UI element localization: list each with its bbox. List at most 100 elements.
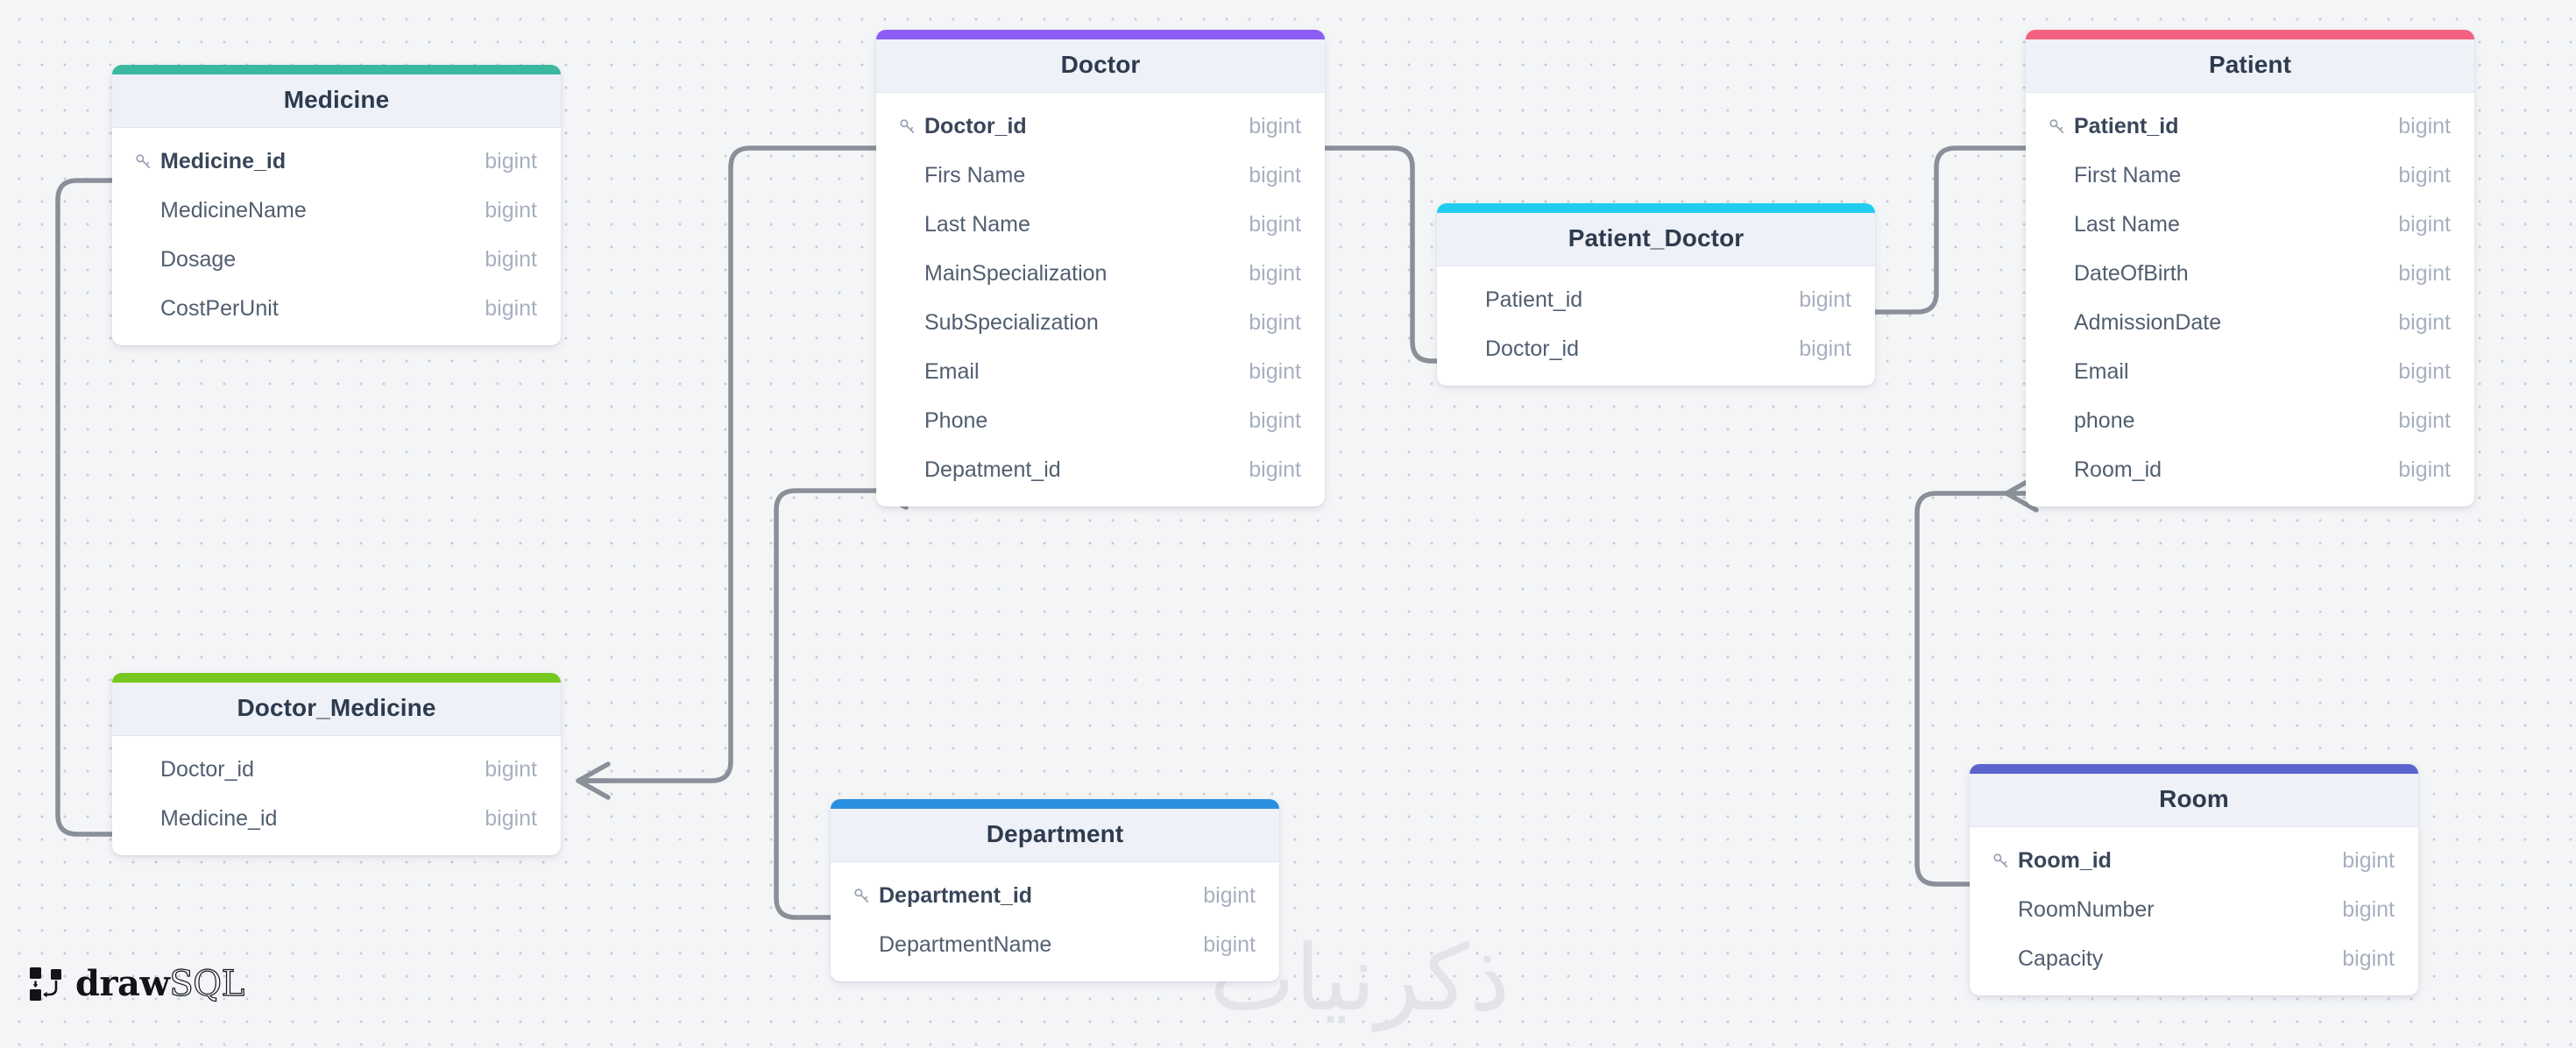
- column-name: First Name: [2074, 162, 2182, 188]
- column-type: bigint: [1249, 457, 1301, 482]
- table-row[interactable]: phone bigint: [2026, 396, 2474, 445]
- rel-doctor-doctormedicine: [576, 145, 879, 783]
- table-row[interactable]: Room_id bigint: [2026, 445, 2474, 494]
- column-type: bigint: [1249, 407, 1301, 433]
- table-accent-bar: [2026, 30, 2474, 39]
- drawsql-wordmark: drawSQL: [75, 966, 245, 1002]
- table-title: Medicine: [283, 86, 390, 113]
- column-name: Medicine_id: [160, 805, 278, 831]
- table-accent-bar: [1970, 764, 2418, 774]
- table-row[interactable]: Email bigint: [2026, 347, 2474, 396]
- table-card-doctor-medicine[interactable]: Doctor_Medicine Doctor_id bigint Medicin…: [112, 673, 561, 855]
- table-row[interactable]: Patient_id bigint: [1437, 275, 1875, 324]
- table-row[interactable]: Phone bigint: [876, 396, 1325, 445]
- column-name: Email: [2074, 358, 2129, 384]
- table-row[interactable]: Room_id bigint: [1970, 836, 2418, 885]
- table-title: Patient_Doctor: [1568, 224, 1744, 251]
- table-row[interactable]: Dosage bigint: [112, 235, 561, 284]
- table-row[interactable]: CostPerUnit bigint: [112, 284, 561, 333]
- column-name: DateOfBirth: [2074, 260, 2189, 286]
- table-card-room[interactable]: Room Room_id bigint RoomNumber bigint Ca…: [1970, 764, 2418, 995]
- column-type: bigint: [1249, 113, 1301, 138]
- column-type: bigint: [2398, 113, 2451, 138]
- table-row[interactable]: Last Name bigint: [2026, 200, 2474, 249]
- column-type: bigint: [1799, 287, 1851, 312]
- rel-room-patient: [1914, 491, 2009, 887]
- table-title: Patient: [2208, 51, 2292, 78]
- table-row[interactable]: Capacity bigint: [1970, 934, 2418, 983]
- table-row[interactable]: Email bigint: [876, 347, 1325, 396]
- column-name: Phone: [924, 407, 988, 433]
- table-row[interactable]: Last Name bigint: [876, 200, 1325, 249]
- column-name: Medicine_id: [160, 148, 287, 173]
- table-columns-patient-doctor: Patient_id bigint Doctor_id bigint: [1437, 266, 1875, 386]
- table-title: Doctor_Medicine: [237, 694, 436, 721]
- table-row[interactable]: MedicineName bigint: [112, 186, 561, 235]
- column-name: DepartmentName: [879, 931, 1052, 957]
- table-row[interactable]: Doctor_id bigint: [1437, 324, 1875, 373]
- column-name: MainSpecialization: [924, 260, 1108, 286]
- column-type: bigint: [2398, 260, 2451, 286]
- table-card-doctor[interactable]: Doctor Doctor_id bigint Firs Name bigint…: [876, 30, 1325, 506]
- column-name: SubSpecialization: [924, 309, 1099, 335]
- table-row[interactable]: Patient_id bigint: [2026, 102, 2474, 151]
- table-title: Doctor: [1060, 51, 1141, 78]
- column-type: bigint: [485, 148, 537, 173]
- table-header-department: Department: [831, 809, 1279, 862]
- column-type: bigint: [1203, 931, 1256, 957]
- column-type: bigint: [1249, 358, 1301, 384]
- primary-key-icon: [2048, 117, 2074, 136]
- table-columns-medicine: Medicine_id bigint MedicineName bigint D…: [112, 128, 561, 345]
- table-card-medicine[interactable]: Medicine Medicine_id bigint MedicineName…: [112, 65, 561, 345]
- column-type: bigint: [485, 246, 537, 272]
- table-card-patient[interactable]: Patient Patient_id bigint First Name big…: [2026, 30, 2474, 506]
- column-type: bigint: [2342, 896, 2395, 922]
- table-row[interactable]: Firs Name bigint: [876, 151, 1325, 200]
- table-row[interactable]: DateOfBirth bigint: [2026, 249, 2474, 298]
- rel-doctor-patientdoctor: [1322, 145, 1473, 364]
- table-columns-patient: Patient_id bigint First Name bigint Last…: [2026, 93, 2474, 506]
- table-row[interactable]: SubSpecialization bigint: [876, 298, 1325, 347]
- column-name: Email: [924, 358, 980, 384]
- column-name: CostPerUnit: [160, 295, 279, 321]
- primary-key-icon: [898, 117, 924, 136]
- table-row[interactable]: Department_id bigint: [831, 871, 1279, 920]
- column-name: Last Name: [924, 211, 1030, 237]
- table-header-doctor-medicine: Doctor_Medicine: [112, 683, 561, 736]
- table-accent-bar: [112, 673, 561, 683]
- rel-department-doctor: [774, 488, 879, 920]
- table-row[interactable]: Doctor_id bigint: [876, 102, 1325, 151]
- column-name: Doctor_id: [924, 113, 1027, 138]
- table-row[interactable]: Medicine_id bigint: [112, 794, 561, 843]
- table-row[interactable]: Doctor_id bigint: [112, 745, 561, 794]
- table-header-doctor: Doctor: [876, 39, 1325, 93]
- primary-key-icon: [853, 886, 879, 905]
- column-type: bigint: [1249, 260, 1301, 286]
- table-row[interactable]: RoomNumber bigint: [1970, 885, 2418, 934]
- drawsql-logo[interactable]: drawSQL: [26, 964, 245, 1004]
- rel-patient-patientdoctor: [1872, 145, 2028, 315]
- table-row[interactable]: Medicine_id bigint: [112, 137, 561, 186]
- column-type: bigint: [485, 197, 537, 223]
- table-header-room: Room: [1970, 774, 2418, 827]
- primary-key-icon: [134, 152, 160, 171]
- column-name: Department_id: [879, 882, 1033, 908]
- column-type: bigint: [2398, 358, 2451, 384]
- column-name: Room_id: [2074, 457, 2162, 482]
- table-card-patient-doctor[interactable]: Patient_Doctor Patient_id bigint Doctor_…: [1437, 203, 1875, 386]
- column-type: bigint: [2398, 162, 2451, 188]
- column-name: Patient_id: [2074, 113, 2179, 138]
- column-name: Firs Name: [924, 162, 1026, 188]
- column-type: bigint: [1249, 309, 1301, 335]
- table-card-department[interactable]: Department Department_id bigint Departme…: [831, 799, 1279, 981]
- table-columns-room: Room_id bigint RoomNumber bigint Capacit…: [1970, 827, 2418, 995]
- table-row[interactable]: MainSpecialization bigint: [876, 249, 1325, 298]
- column-name: Patient_id: [1485, 287, 1583, 312]
- table-row[interactable]: DepartmentName bigint: [831, 920, 1279, 969]
- table-columns-department: Department_id bigint DepartmentName bigi…: [831, 862, 1279, 981]
- table-row[interactable]: AdmissionDate bigint: [2026, 298, 2474, 347]
- table-row[interactable]: Depatment_id bigint: [876, 445, 1325, 494]
- column-type: bigint: [2342, 847, 2395, 873]
- table-row[interactable]: First Name bigint: [2026, 151, 2474, 200]
